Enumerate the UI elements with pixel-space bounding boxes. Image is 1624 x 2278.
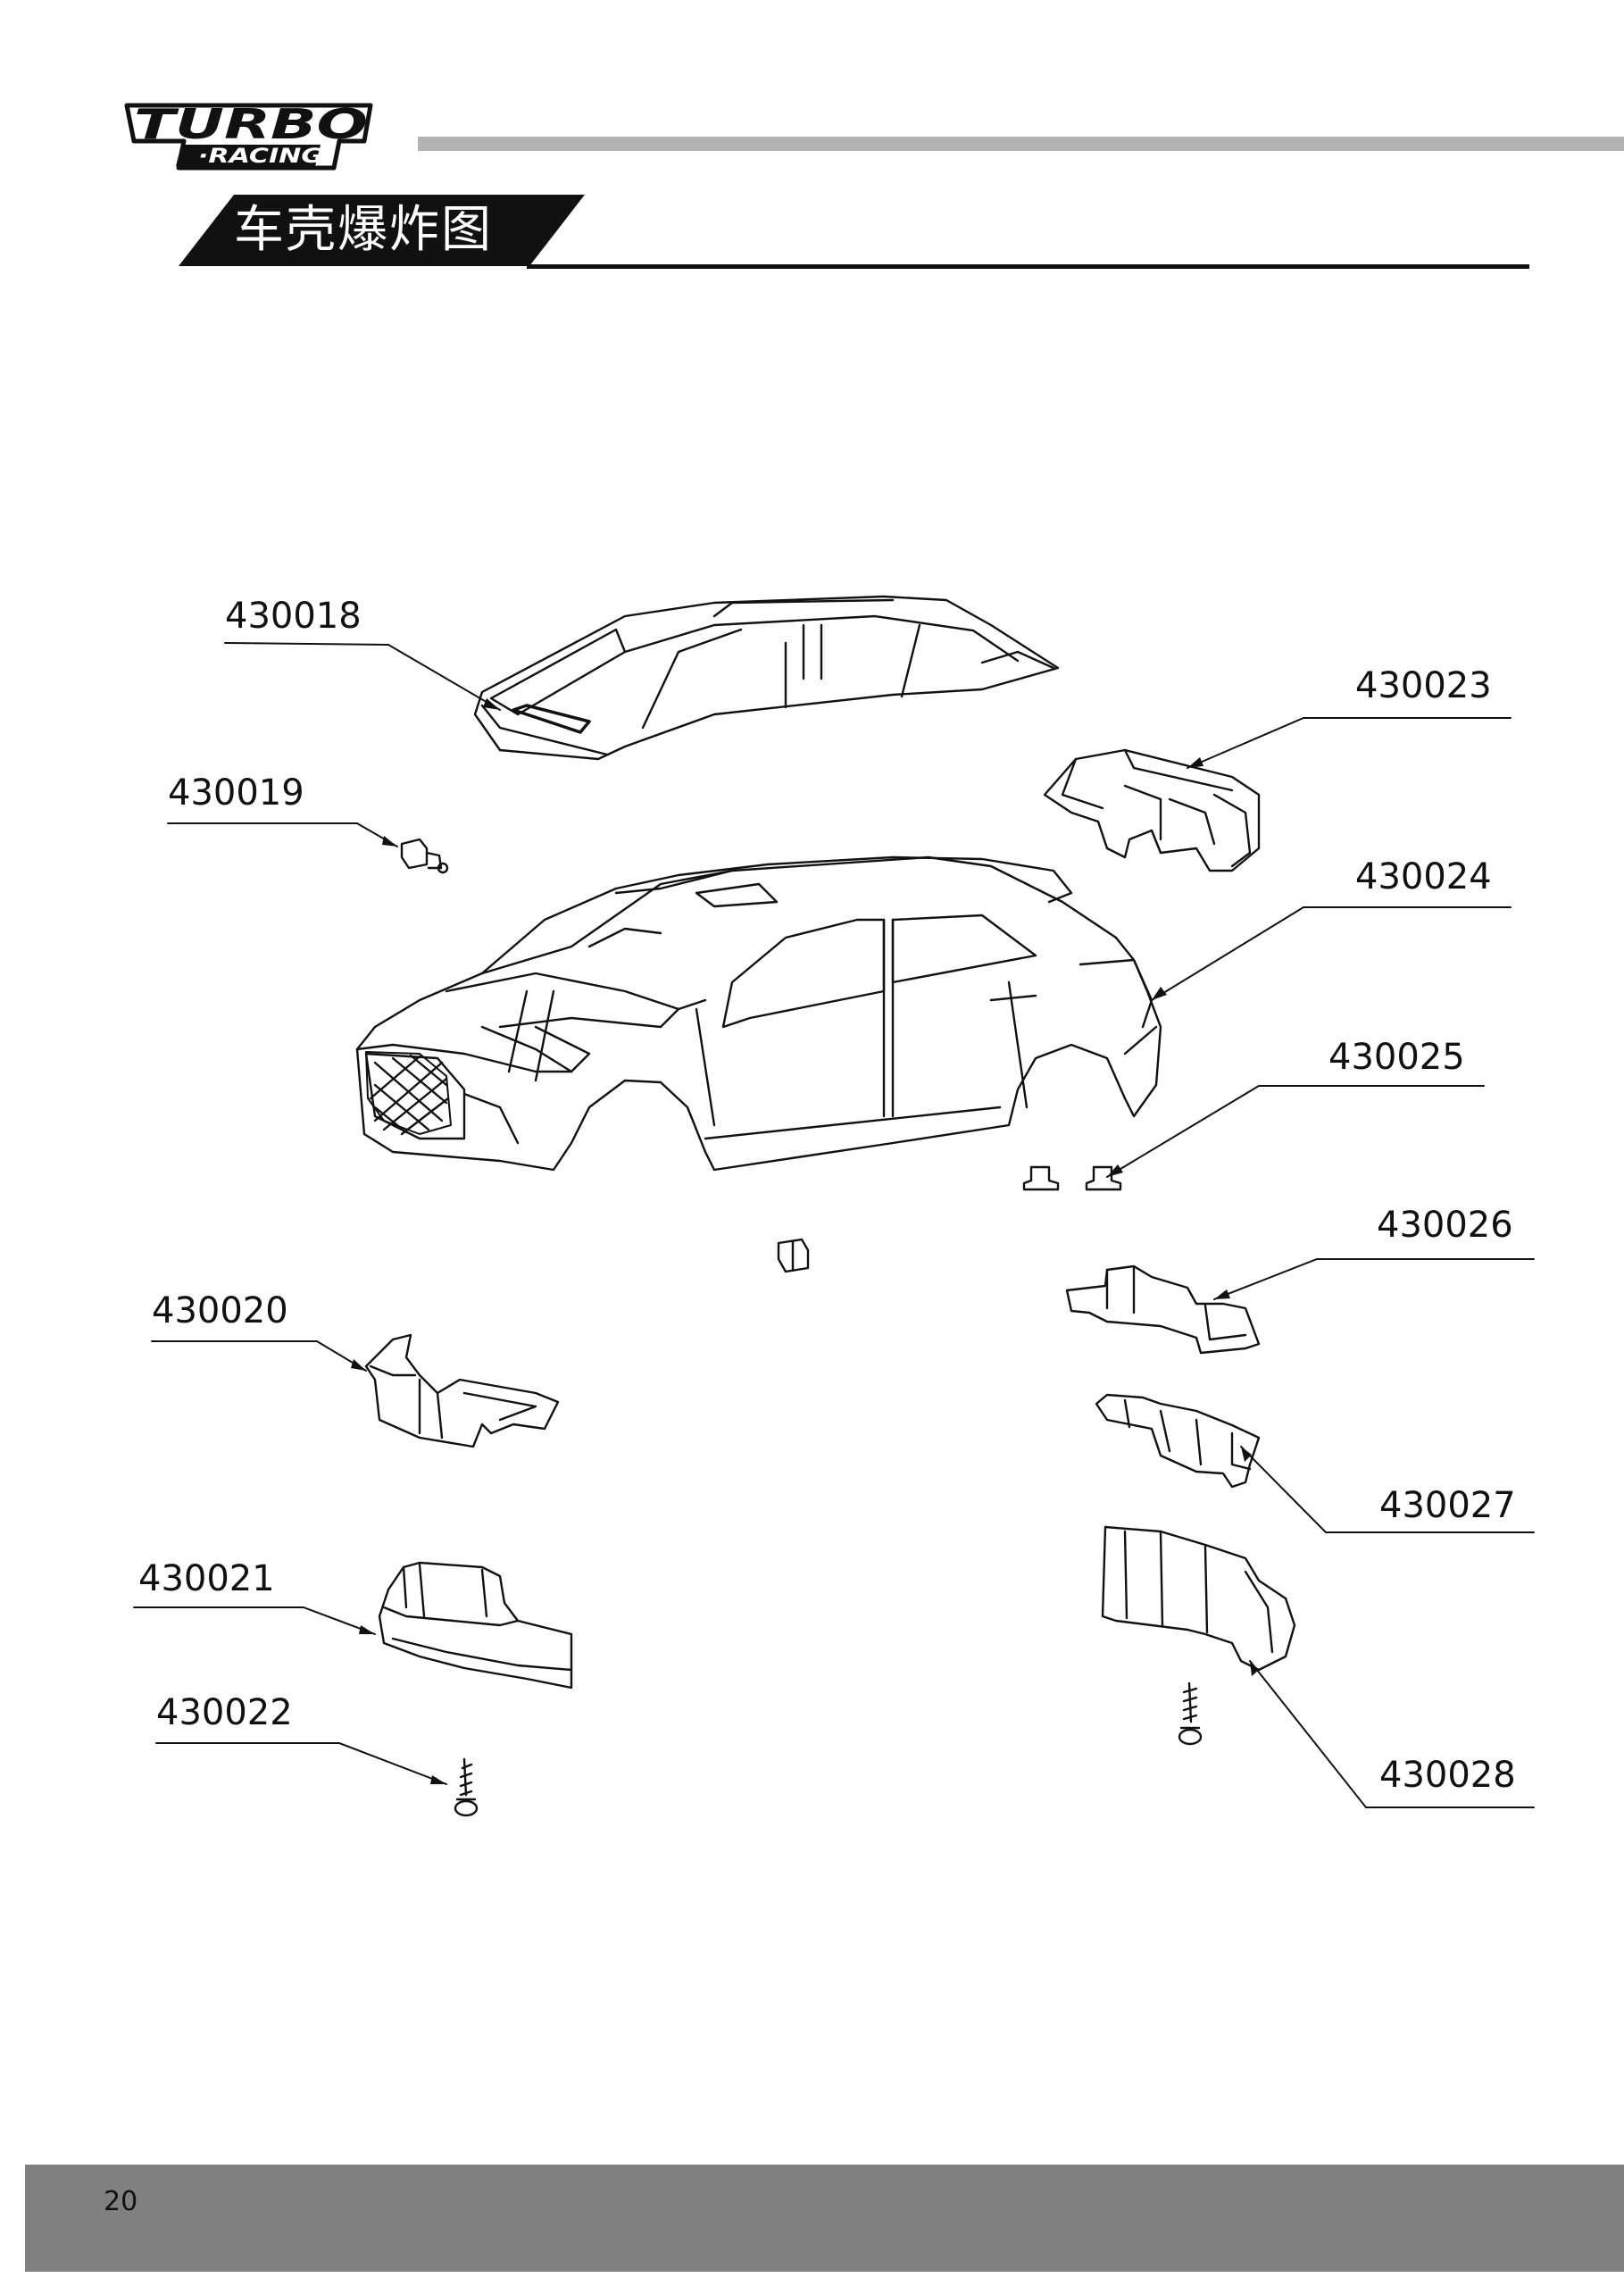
- leader-lines: [133, 642, 1535, 1808]
- part-430022-screw: [454, 1757, 479, 1817]
- part-430018-roof-shell: [473, 595, 1060, 761]
- part-430028-rear-bumper-piece: [1101, 1525, 1296, 1672]
- leader-430024: [1151, 906, 1512, 1001]
- loose-clip: [777, 1238, 810, 1273]
- screw-right: [1178, 1681, 1203, 1746]
- part-430024-grille: [365, 1051, 452, 1136]
- part-label-430020: 430020: [152, 1290, 288, 1331]
- part-label-430022: 430022: [156, 1692, 293, 1733]
- part-label-430026: 430026: [1377, 1205, 1513, 1246]
- section-title-banner: [179, 195, 585, 266]
- part-430023-rear-wing: [1043, 748, 1261, 872]
- part-label-430028: 430028: [1379, 1755, 1516, 1796]
- page-number: 20: [104, 2186, 138, 2217]
- title-underline: [527, 264, 1529, 269]
- leader-arrowheads: [351, 698, 1259, 1784]
- leader-430028: [1249, 1660, 1535, 1808]
- leader-430020: [151, 1340, 367, 1372]
- svg-text:·RACING: ·RACING: [198, 146, 323, 168]
- part-label-430023: 430023: [1355, 665, 1492, 706]
- part-label-430027: 430027: [1379, 1485, 1516, 1526]
- part-label-430024: 430024: [1355, 856, 1492, 897]
- leader-430027: [1240, 1446, 1535, 1533]
- part-label-430025: 430025: [1328, 1037, 1465, 1078]
- part-label-430019: 430019: [168, 772, 304, 814]
- part-430027-bracket: [1095, 1393, 1261, 1489]
- leader-430019: [167, 822, 398, 847]
- part-430024-main-body: [355, 855, 1162, 1172]
- header-divider-bar: [418, 137, 1624, 151]
- section-title: 车壳爆炸图: [234, 201, 493, 259]
- leader-430018: [224, 642, 501, 711]
- leader-430022: [155, 1742, 447, 1785]
- leader-430021: [133, 1606, 376, 1635]
- footer-bar: [25, 2165, 1624, 2272]
- leader-430025: [1106, 1085, 1485, 1178]
- part-430025-pins: [1022, 1165, 1122, 1191]
- part-430020-front-bumper-piece: [364, 1333, 560, 1448]
- svg-text:TURBO: TURBO: [134, 100, 368, 148]
- leader-430023: [1187, 717, 1512, 769]
- part-label-430018: 430018: [225, 596, 362, 637]
- part-label-430021: 430021: [138, 1558, 275, 1599]
- part-430026-underbody-plate: [1065, 1264, 1261, 1355]
- leader-430026: [1213, 1258, 1535, 1300]
- part-430019-clip: [400, 838, 449, 874]
- turbo-racing-logo: TURBO ·RACING: [124, 100, 373, 171]
- part-430021-side-skirt-piece: [378, 1561, 573, 1690]
